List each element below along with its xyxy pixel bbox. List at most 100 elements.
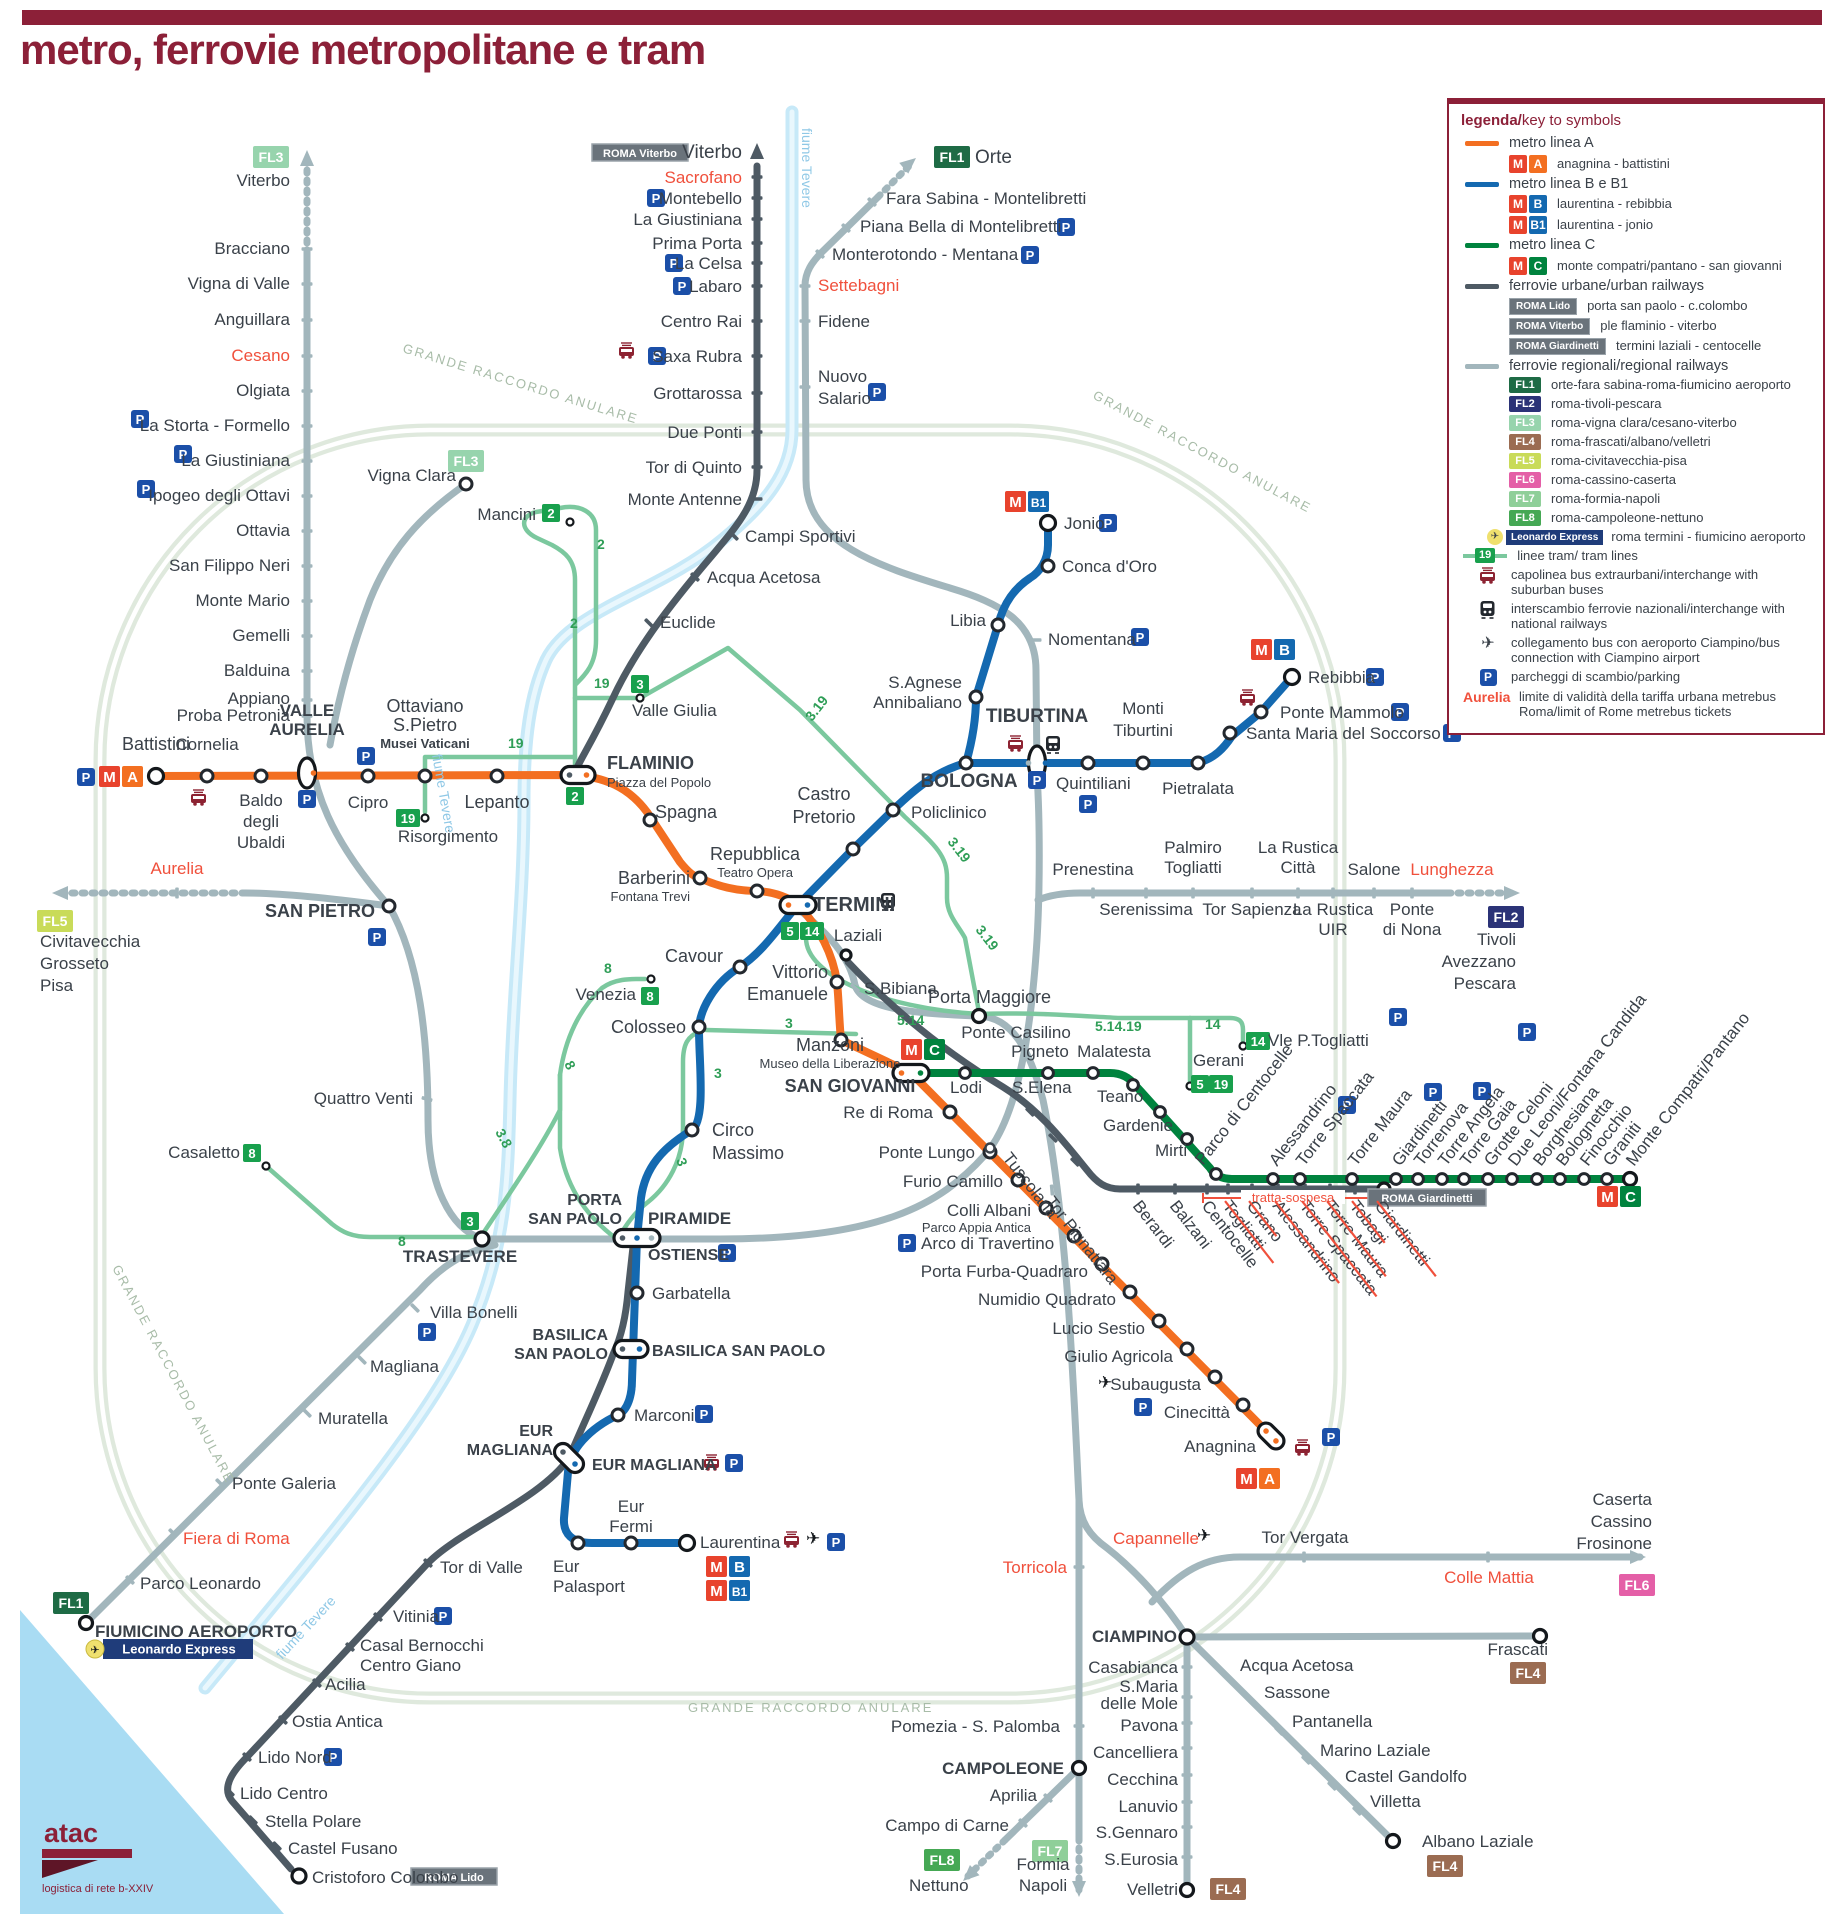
station-dot: [968, 689, 984, 705]
map-label-text: Bracciano: [214, 239, 290, 258]
p-icon: P: [1475, 668, 1501, 686]
metro-line-bg: [729, 1556, 750, 1577]
map-label: Venezia: [576, 985, 637, 1004]
station-tick: [751, 497, 763, 501]
fl-badge: FL1: [934, 146, 970, 168]
map-label-text: Proba Petronia: [177, 706, 291, 725]
tram-badge-num: 14: [805, 924, 820, 939]
map-label-text: Acilia: [325, 1675, 366, 1694]
station-tick: [1486, 1551, 1490, 1563]
map-label: Lanuvio: [1118, 1797, 1178, 1816]
tram-badge: 8: [641, 987, 659, 1005]
station-tick: [690, 572, 700, 582]
metro-line-badge: B1: [1529, 216, 1547, 235]
capsule-body: [1256, 1421, 1286, 1451]
map-label-text: Torricola: [1003, 1558, 1068, 1577]
map-label: SAN PIETRO: [265, 901, 375, 921]
map-label: Euclide: [660, 613, 716, 632]
map-label: Serenissima: [1099, 900, 1193, 919]
map-label-text: Re di Roma: [843, 1103, 933, 1122]
legend-icon-item: ✈collegamento bus con aeroporto Ciampino…: [1461, 635, 1811, 666]
map-label-text: Colosseo: [611, 1017, 686, 1037]
metro-m: M: [1240, 1471, 1253, 1488]
metro-m-bg: [1005, 491, 1026, 512]
parking-badge: P: [1424, 1083, 1442, 1101]
map-label-text: CAMPOLEONE: [942, 1759, 1064, 1778]
station-tick: [1274, 1726, 1284, 1736]
tram-badge-bg: [542, 504, 560, 522]
station-tick: [373, 1612, 383, 1622]
roma-line-badge: ROMA Viterbo: [1509, 317, 1591, 335]
line-tram: [479, 1072, 563, 1238]
station-tick: [1372, 887, 1376, 899]
map-label-text: Aprilia: [990, 1786, 1038, 1805]
station-tick: [1181, 1855, 1193, 1859]
fl-badge-bg: [448, 450, 484, 472]
map-label: SAN GIOVANNI: [785, 1076, 916, 1096]
parking-badge: P: [1391, 703, 1409, 721]
parking-bg: [725, 1454, 743, 1472]
map-label: Cipro: [348, 793, 389, 812]
train-light: [1049, 745, 1052, 749]
station-tick: [1144, 887, 1148, 899]
station-tick: [1102, 1542, 1112, 1552]
station-tick: [751, 196, 763, 200]
station-tick: [225, 1787, 235, 1797]
map-label: Pantanella: [1292, 1712, 1373, 1731]
line-tram: [617, 1029, 702, 1239]
parking-p: P: [1084, 797, 1093, 812]
map-label: BASILICA SAN PAOLO: [652, 1343, 825, 1360]
parking-p: P: [653, 349, 662, 364]
tram-badge-num: 19: [401, 811, 415, 826]
map-label: 14: [1205, 1016, 1221, 1032]
map-label-text: Jonio: [1064, 514, 1105, 533]
leonardo-text: Leonardo Express: [122, 1642, 235, 1657]
map-label-text: Magliana: [370, 1357, 440, 1376]
map-label: Barberini: [618, 868, 690, 888]
map-label: Magliana: [370, 1357, 440, 1376]
map-label: S.Gennaro: [1096, 1823, 1178, 1842]
station-tick: [751, 319, 763, 323]
map-label: 3.19: [945, 834, 975, 865]
station-tick: [301, 247, 313, 251]
parking-badge: P: [898, 1234, 916, 1252]
map-label: Lodi: [950, 1078, 982, 1097]
terminus-dot: [1178, 1628, 1196, 1646]
parking-bg: [1134, 1398, 1152, 1416]
map-label-text: Cecchina: [1107, 1770, 1178, 1789]
airport-bus-icon: ✈: [1098, 1373, 1112, 1392]
map-label-text: Lodi: [950, 1078, 982, 1097]
map-label: Castel Fusano: [288, 1839, 398, 1858]
parking-bg: [827, 1533, 845, 1551]
map-label: Monte Antenne: [628, 490, 742, 509]
parking-p: P: [1523, 1025, 1532, 1040]
fl-badge-text: FL4: [1433, 1858, 1458, 1874]
map-label: Labaro: [689, 277, 742, 296]
station-tick: [751, 175, 763, 179]
map-label: Ipogeo degli Ottavi: [148, 486, 290, 505]
fl-badge: FL3: [253, 146, 289, 168]
roma-badge-bg: [410, 1867, 498, 1886]
map-label: Vigna Clara: [367, 466, 456, 485]
map-label: Pavona: [1120, 1716, 1178, 1735]
map-label: Casabianca: [1088, 1658, 1178, 1677]
parking-p: P: [730, 1456, 739, 1471]
metro-m-bg: [1236, 1468, 1257, 1489]
tram-badge: 2: [542, 504, 560, 522]
station-dot: [833, 1032, 849, 1048]
map-label: Colosseo: [611, 1017, 686, 1037]
legend-item-text: monte compatri/pantano - san giovanni: [1557, 258, 1782, 274]
tram-badge: 2: [566, 787, 584, 805]
map-label-text: fiume Tevere: [429, 753, 459, 835]
legend-line-item: metro linea A: [1461, 135, 1811, 152]
parking-badge: P: [718, 1244, 736, 1262]
parking-bg: [131, 410, 149, 428]
map-label-text: Quattro Venti: [314, 1089, 413, 1108]
tram-line-sample: 19: [1463, 548, 1517, 563]
legend-item-text: ple flaminio - viterbo: [1600, 318, 1717, 334]
fl-badge-bg: [53, 1592, 89, 1614]
